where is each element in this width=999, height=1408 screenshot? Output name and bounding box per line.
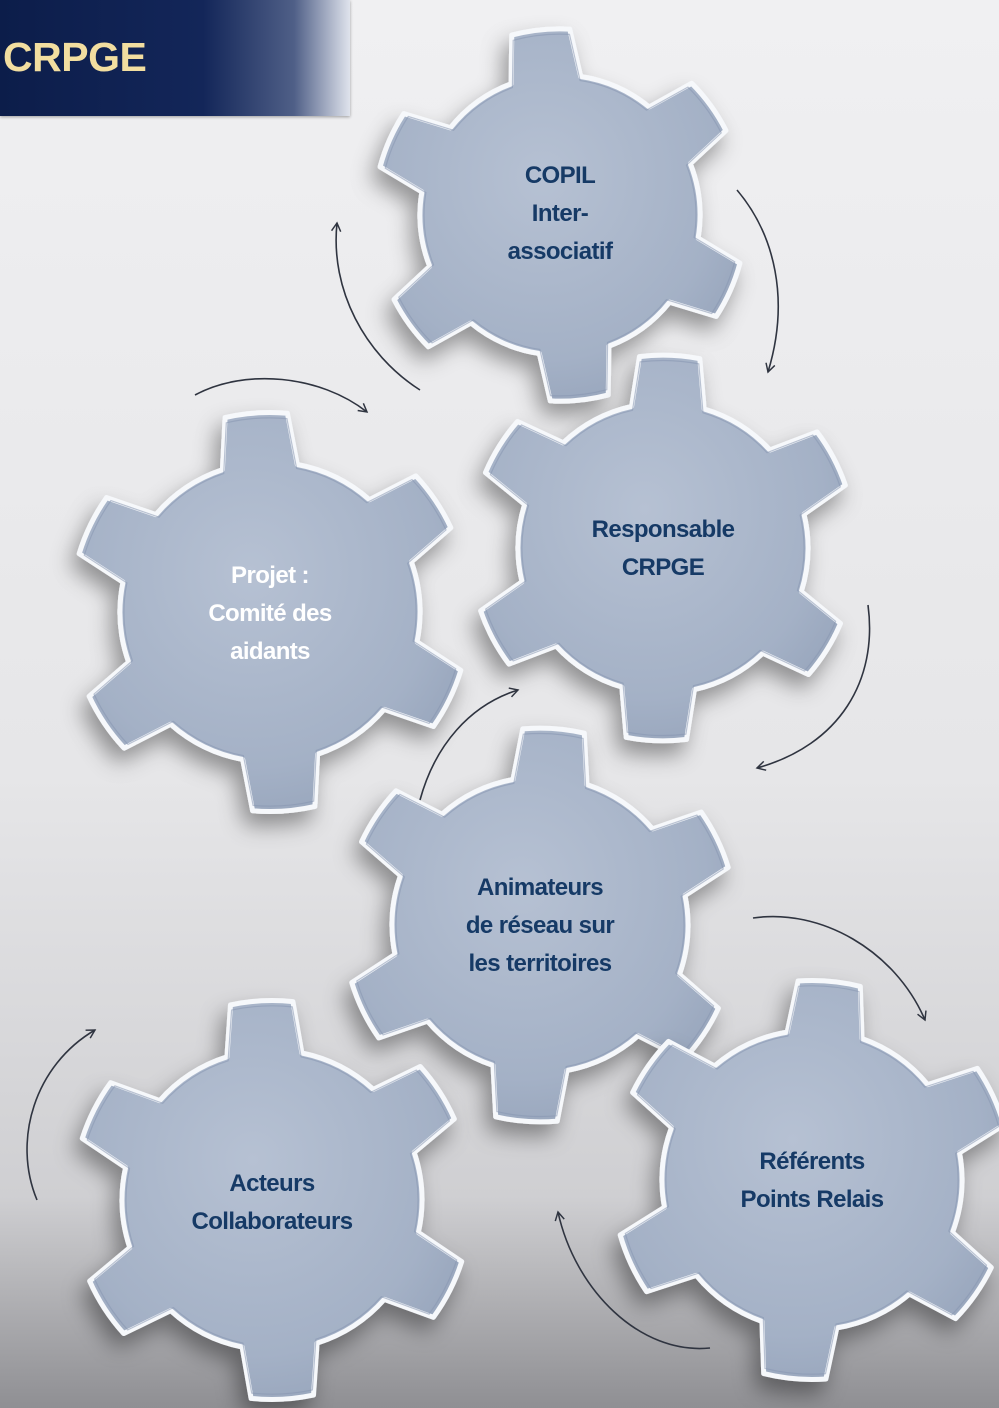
arrow-responsable-to-animateurs — [755, 604, 871, 771]
gear-inner-edge — [484, 359, 842, 737]
gear-label-projet-line-3: aidants — [230, 638, 310, 665]
gear-label-copil-line-1: COPIL — [525, 162, 595, 189]
gear-label-referents-line-2: Points Relais — [741, 1186, 884, 1213]
gear-label-responsable-line-1: Responsable — [592, 516, 735, 543]
gear-icon — [349, 725, 731, 1125]
gear-label-responsable-line-2: CRPGE — [622, 554, 705, 581]
gear-icon — [76, 410, 464, 814]
gear-icon — [79, 998, 465, 1402]
gear-icon — [617, 978, 999, 1382]
gear-label-projet-line-1: Projet : — [231, 562, 309, 589]
arrow-referents-to-animateurs — [554, 1210, 711, 1350]
gear-label-animateurs-line-2: de réseau sur — [466, 912, 615, 939]
gear-inner-edge — [83, 417, 457, 807]
gear-copil: COPIL Inter-associatif — [377, 26, 743, 404]
gear-inner-edge — [384, 33, 736, 397]
gear-label-animateurs-line-3: les territoires — [468, 950, 611, 977]
arrow-acteurs-cycle — [26, 1029, 97, 1201]
gear-label-acteurs-line-2: Collaborateurs — [192, 1208, 353, 1235]
gear-icon — [478, 352, 848, 744]
cycle-arrows — [26, 189, 927, 1350]
gear-label-projet-line-2: Comité des — [208, 600, 332, 627]
title-banner: CRPGE — [0, 0, 350, 116]
gear-animateurs: Animateurs de réseau sur les territoires — [349, 725, 731, 1125]
gears-layer: COPILInter-associatifResponsableCRPGEPro… — [76, 26, 999, 1402]
gear-projet: Projet : Comité des aidants — [76, 410, 464, 814]
gear-label-copil-line-2: Inter- — [532, 200, 589, 227]
arrow-animateurs-to-responsable — [419, 687, 520, 801]
gear-inner-edge — [86, 1005, 458, 1395]
gear-inner-edge — [624, 985, 999, 1375]
gear-label-copil-line-3: associatif — [508, 238, 614, 265]
gear-label-acteurs-line-1: Acteurs — [229, 1170, 314, 1197]
arrow-to-copil — [330, 221, 421, 391]
arrow-animateurs-to-referents — [752, 915, 927, 1022]
arrow-copil-to-responsable — [736, 189, 779, 374]
gear-inner-edge — [356, 732, 724, 1118]
arrow-projet-to-copil — [194, 377, 369, 413]
page-title: CRPGE — [3, 34, 147, 80]
gear-icon — [377, 26, 743, 404]
gear-label-animateurs-line-1: Animateurs — [477, 874, 603, 901]
gear-label-referents-line-1: Référents — [759, 1148, 865, 1175]
